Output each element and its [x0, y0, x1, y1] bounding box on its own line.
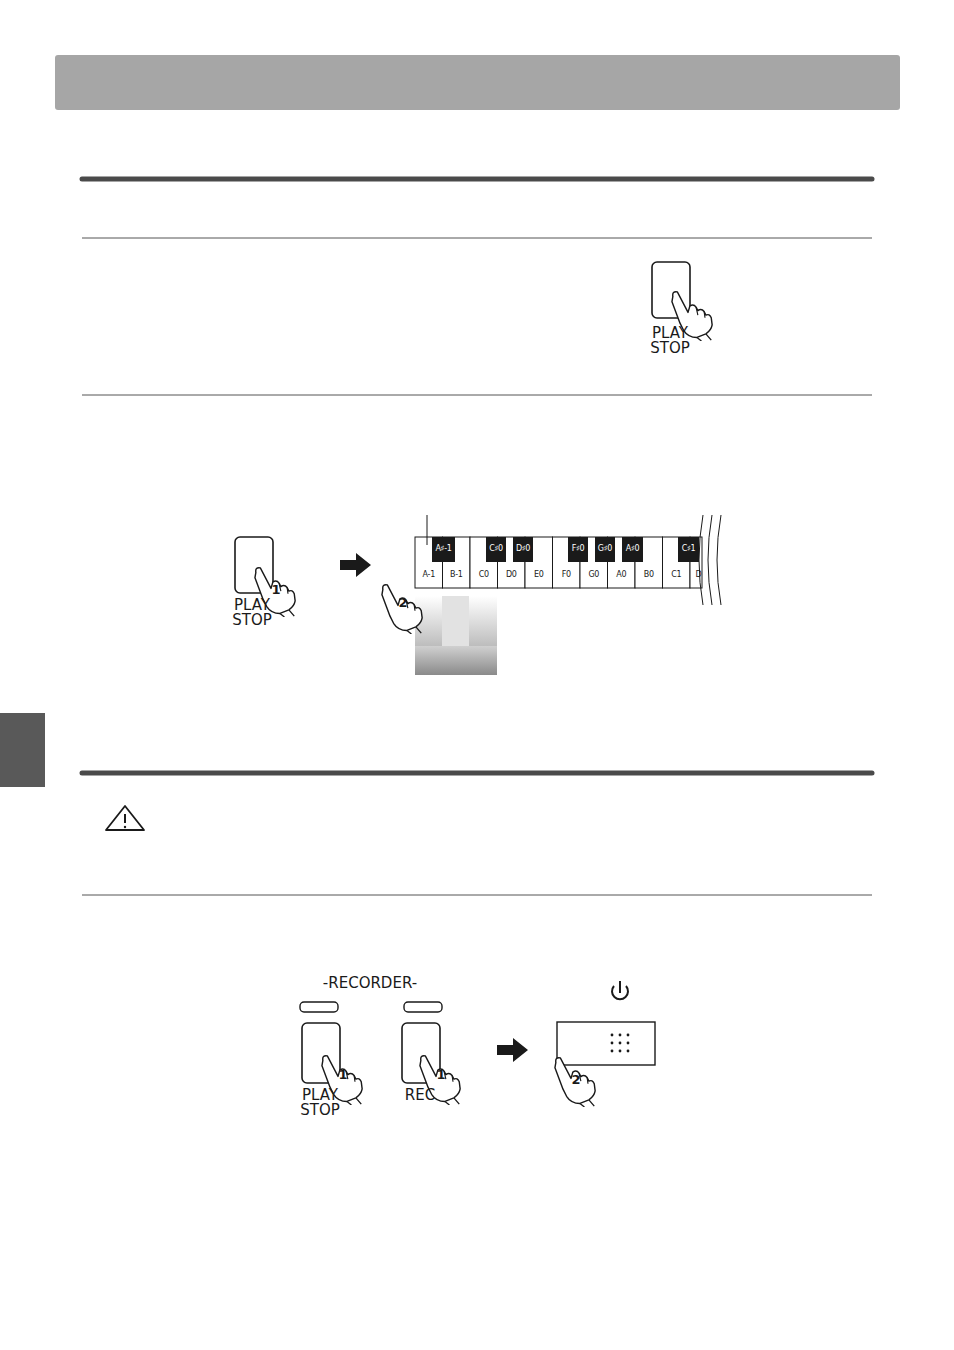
callout-number: 1: [269, 583, 283, 596]
pressing-hand: [382, 585, 422, 634]
key-name: F♯0: [568, 545, 588, 553]
black-key: [513, 537, 533, 562]
section-rule: [82, 771, 872, 776]
button-label: REC: [397, 1088, 443, 1103]
key-name: D0: [498, 571, 525, 579]
step-arrow: [340, 553, 371, 577]
step-arrow: [497, 1038, 528, 1062]
section-label: -RECORDER-: [305, 976, 435, 991]
callout-number: 2: [396, 596, 410, 609]
button-label: PLAY STOP: [229, 598, 275, 628]
black-key: [568, 537, 588, 562]
break-mark: [699, 515, 721, 605]
key-name: A♯-1: [432, 545, 455, 553]
dot: [611, 1050, 614, 1053]
side-tab: [0, 713, 45, 787]
key-name: E0: [525, 571, 552, 579]
key-shading: [415, 596, 497, 646]
keyboard: [415, 515, 721, 675]
key-name: A-1: [415, 571, 442, 579]
dot: [619, 1050, 622, 1053]
key-name: G♯0: [595, 545, 615, 553]
dot: [627, 1042, 630, 1045]
key-name: D♯0: [513, 545, 533, 553]
black-key: [595, 537, 615, 562]
key-name: A♯0: [622, 545, 643, 553]
button-dots: [611, 1034, 630, 1053]
key-name: D: [694, 571, 704, 579]
button-label: PLAY STOP: [647, 326, 693, 356]
warning-icon: [106, 806, 144, 830]
power-symbol: [612, 981, 628, 999]
white-keys: [415, 537, 702, 588]
dot: [611, 1034, 614, 1037]
key-name: C1: [663, 571, 690, 579]
dot: [627, 1050, 630, 1053]
callout-number: 2: [569, 1073, 583, 1086]
pressing-hand: [555, 1058, 595, 1107]
key-name: A0: [608, 571, 635, 579]
power-button: [557, 1022, 655, 1065]
dot: [619, 1042, 622, 1045]
black-key: [678, 537, 699, 562]
dot: [627, 1034, 630, 1037]
key-name: F0: [553, 571, 580, 579]
key-name: B0: [635, 571, 662, 579]
divider-line: [82, 238, 872, 239]
divider-line: [82, 395, 872, 396]
key-name: C♯1: [678, 545, 699, 553]
divider-line: [82, 895, 872, 896]
black-key: [486, 537, 506, 562]
key-shading: [442, 596, 469, 646]
key-name: C0: [470, 571, 497, 579]
black-key: [622, 537, 643, 562]
key-name: C♯0: [486, 545, 506, 553]
callout-number: 1: [336, 1068, 350, 1081]
dot: [619, 1034, 622, 1037]
key-name: B-1: [443, 571, 470, 579]
black-key: [432, 537, 455, 562]
leader-line: [427, 515, 428, 545]
section-rule: [82, 177, 872, 182]
header-bar: [55, 55, 900, 110]
led-indicator: [300, 1002, 338, 1012]
callout-number: 1: [434, 1068, 448, 1081]
key-name: G0: [580, 571, 607, 579]
led-indicator: [404, 1002, 442, 1012]
black-keys: [432, 537, 699, 562]
button-label: PLAY STOP: [297, 1088, 343, 1118]
key-shading: [415, 646, 497, 675]
dot: [611, 1042, 614, 1045]
